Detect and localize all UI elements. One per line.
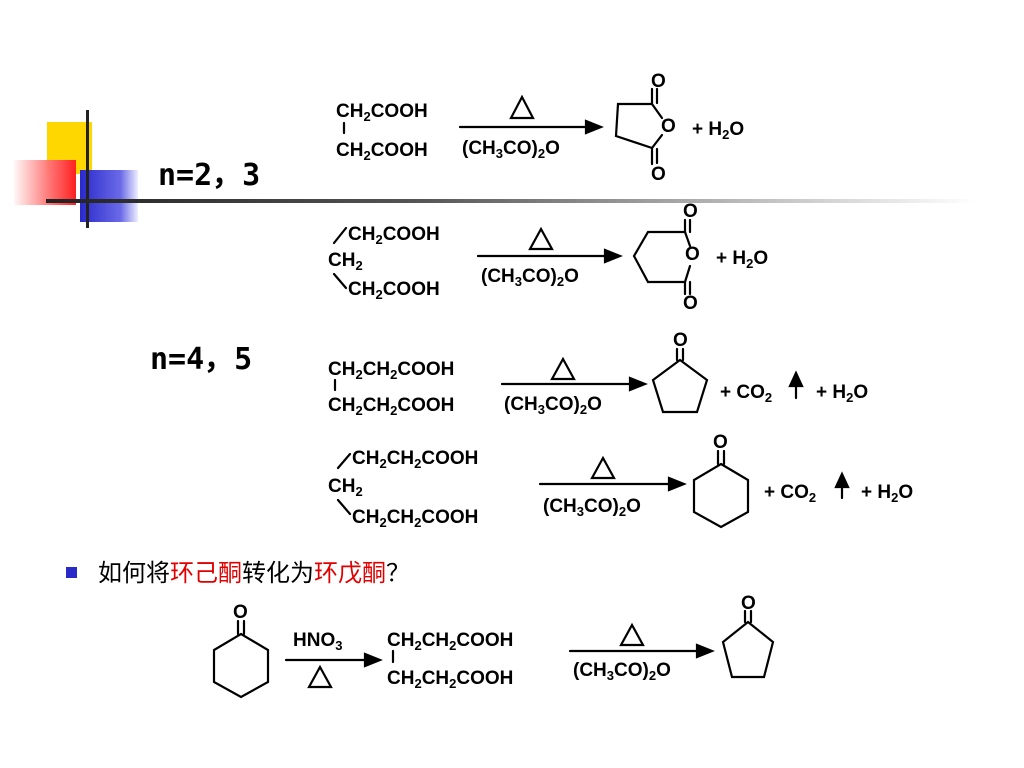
label-n-2-3: n=2，3 (158, 158, 261, 193)
r1-heat-triangle-icon (509, 94, 535, 120)
r4-product-co2: + CO2 (764, 482, 817, 505)
r4-reactant-line-2: CH2 (328, 476, 363, 499)
r4-heat-triangle-icon (590, 455, 616, 480)
r3-arrowhead (628, 376, 648, 392)
r5-reagent-hno3: HNO3 (293, 630, 343, 653)
r1-ring-o-mid: O (661, 116, 676, 137)
r5-product-ketone-o: O (741, 593, 756, 614)
r2-arrowhead (603, 248, 623, 264)
r3-reactant-line-1: CH2CH2COOH (328, 359, 455, 382)
r3-product-co2: + CO2 (720, 382, 773, 405)
r5-intermediate-line-1: CH2CH2COOH (387, 630, 514, 653)
r2-ring-o-top: O (683, 201, 698, 222)
r5-arrowhead-2 (695, 643, 715, 659)
r5-intermediate-line-2: CH2CH2COOH (387, 668, 514, 691)
r5-reagent-anhydride: (CH3CO)2O (573, 660, 671, 683)
r2-ring-o-bottom: O (683, 293, 698, 314)
question-part-1: 如何将 (98, 559, 170, 587)
r5-start-ketone-o: O (233, 602, 248, 623)
r2-anhydride-ring (632, 218, 687, 296)
question-part-3: 转化为 (242, 559, 314, 587)
r3-reagent: (CH3CO)2O (504, 394, 602, 417)
r2-reactant-line-1: CH2COOH (348, 224, 440, 247)
r4-ketone-o: O (713, 432, 728, 453)
r4-reagent: (CH3CO)2O (543, 496, 641, 519)
r2-ring-o-mid: O (685, 244, 700, 265)
bullet-square-icon (66, 567, 77, 578)
r3-ketone-o: O (673, 330, 688, 351)
r4-bond-bottom (336, 498, 352, 516)
r4-product-water: + H2O (861, 482, 914, 505)
r4-reactant-line-3: CH2CH2COOH (352, 507, 479, 530)
r2-bond-top (332, 226, 348, 245)
r2-reactant-line-3: CH2COOH (348, 279, 440, 302)
deco-blue-square (80, 170, 138, 222)
r2-reagent: (CH3CO)2O (481, 266, 579, 289)
r4-cyclohexanone-ring (692, 462, 750, 529)
r3-reactant-line-2: CH2CH2COOH (328, 395, 455, 418)
r2-product-water: + H2O (716, 248, 769, 271)
r3-product-water: + H2O (816, 382, 869, 405)
r4-arrowhead (667, 476, 687, 492)
r5-arrowhead-1 (363, 652, 383, 668)
question-cyclopentanone: 环戊酮 (314, 559, 386, 587)
r1-anhydride-ring (614, 87, 654, 166)
r1-ring-o-bottom: O (651, 164, 666, 185)
r1-reagent: (CH3CO)2O (462, 138, 560, 161)
r1-ring-o-top: O (651, 71, 666, 92)
question-text: 如何将环己酮转化为环戊酮？ (98, 553, 410, 588)
label-n-4-5: n=4，5 (150, 342, 253, 377)
deco-vertical-line (86, 110, 89, 228)
r1-arrowhead (584, 119, 604, 135)
deco-horizontal-rule (46, 199, 976, 203)
r4-bond-top (336, 452, 352, 470)
r2-reactant-line-2: CH2 (328, 250, 363, 273)
r2-heat-triangle-icon (528, 226, 554, 251)
question-mark: ？ (386, 559, 410, 587)
r3-cyclopentanone-ring (651, 358, 709, 414)
r2-bond-bottom (332, 272, 348, 290)
r5-heat-triangle-1-icon (307, 664, 333, 689)
deco-red-square (14, 160, 76, 205)
r5-heat-triangle-2-icon (619, 622, 645, 647)
r1-reactant-line-1: CH2COOH (336, 101, 428, 124)
question-cyclohexanone: 环己酮 (170, 559, 242, 587)
r4-reactant-line-1: CH2CH2COOH (352, 448, 479, 471)
r1-product-water: + H2O (692, 119, 745, 142)
r3-heat-triangle-icon (550, 356, 576, 381)
r1-reactant-line-2: CH2COOH (336, 140, 428, 163)
r5-cyclohexanone-ring (212, 632, 270, 699)
r5-cyclopentanone-ring (721, 620, 775, 679)
